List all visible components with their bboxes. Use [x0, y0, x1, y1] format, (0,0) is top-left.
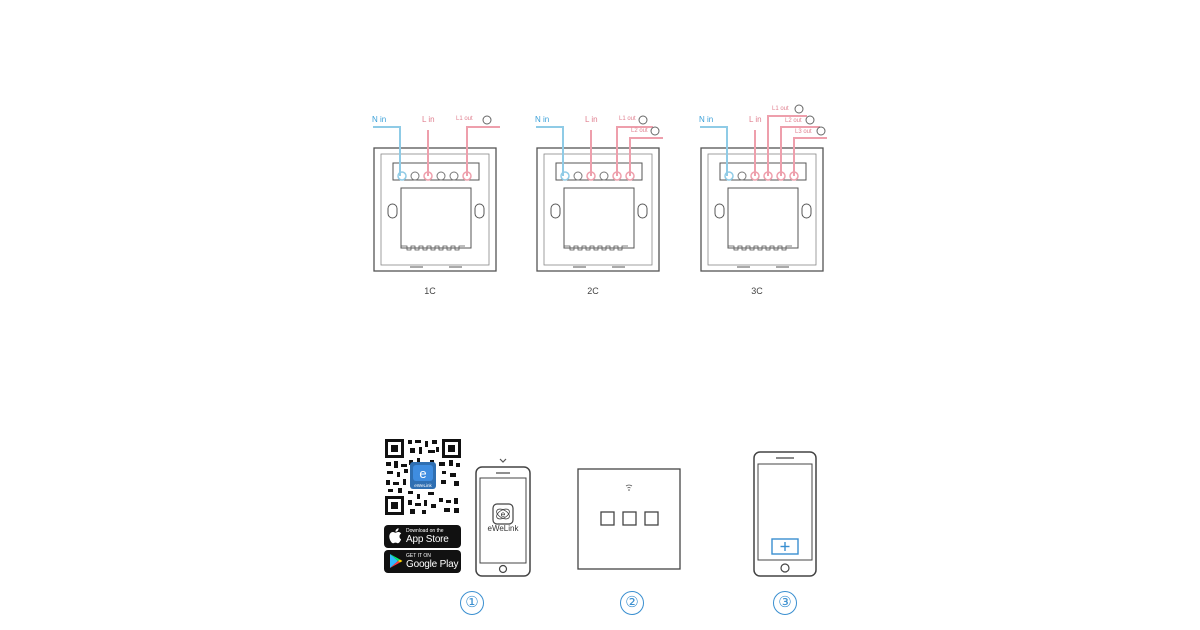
- phone-with-app: e: [475, 458, 531, 577]
- svg-text:e: e: [419, 466, 426, 481]
- switch-key-1: [600, 511, 615, 526]
- google-play-small-text: GET IT ON: [406, 553, 431, 559]
- app-store-badge[interactable]: Download on the App Store: [384, 525, 461, 548]
- wiring-illustration-2c: [536, 115, 663, 272]
- step-number-3: ③: [773, 591, 797, 615]
- qr-logo-text: eWeLink: [414, 483, 432, 488]
- wiring-diagram-2c: N in L in L1 out L2 out 2C: [518, 100, 668, 305]
- wiring-diagram-1c: N in L in L1 out 1C: [355, 100, 505, 305]
- apple-icon: [389, 528, 402, 544]
- wire-label-l3-out: L3 out: [795, 129, 812, 135]
- wire-label-n-in: N in: [372, 115, 387, 124]
- wiring-illustration-3c: [700, 104, 827, 272]
- chevron-down-icon: [499, 458, 507, 463]
- app-name-label: eWeLink: [487, 524, 519, 533]
- wiring-diagram-3c: N in L in L1 out L2 out L3 out 3C: [682, 100, 832, 305]
- variant-label-2c: 2C: [587, 286, 599, 296]
- phone-add-device: [753, 451, 817, 577]
- wire-label-l-in: L in: [422, 115, 435, 124]
- wiring-illustration-1c: [373, 115, 500, 272]
- step-number-2: ②: [620, 591, 644, 615]
- wire-label-n-in: N in: [699, 115, 714, 124]
- wifi-icon: [625, 484, 633, 489]
- wire-label-n-in: N in: [535, 115, 550, 124]
- wire-label-l2-out: L2 out: [631, 128, 648, 134]
- qr-code[interactable]: e eWeLink: [384, 438, 462, 516]
- ewelink-app-icon: [492, 503, 514, 525]
- smart-switch-panel: [577, 468, 681, 570]
- switch-key-3: [644, 511, 659, 526]
- add-device-icon: [771, 538, 799, 555]
- app-store-small-text: Download on the: [406, 528, 444, 534]
- switch-key-2: [622, 511, 637, 526]
- google-play-badge[interactable]: GET IT ON Google Play: [384, 550, 461, 573]
- wire-label-l-in: L in: [585, 115, 598, 124]
- svg-text:e: e: [501, 510, 506, 519]
- google-play-big-text: Google Play: [406, 559, 459, 570]
- wire-label-l1-out: L1 out: [456, 116, 473, 122]
- wire-label-l1-out: L1 out: [772, 106, 789, 112]
- google-play-icon: [390, 554, 403, 568]
- variant-label-3c: 3C: [751, 286, 763, 296]
- app-store-big-text: App Store: [406, 534, 449, 545]
- wire-label-l-in: L in: [749, 115, 762, 124]
- wire-label-l2-out: L2 out: [785, 118, 802, 124]
- variant-label-1c: 1C: [424, 286, 436, 296]
- step-number-1: ①: [460, 591, 484, 615]
- wiring-diagrams: N in L in L1 out 1C: [355, 100, 845, 305]
- wire-label-l1-out: L1 out: [619, 116, 636, 122]
